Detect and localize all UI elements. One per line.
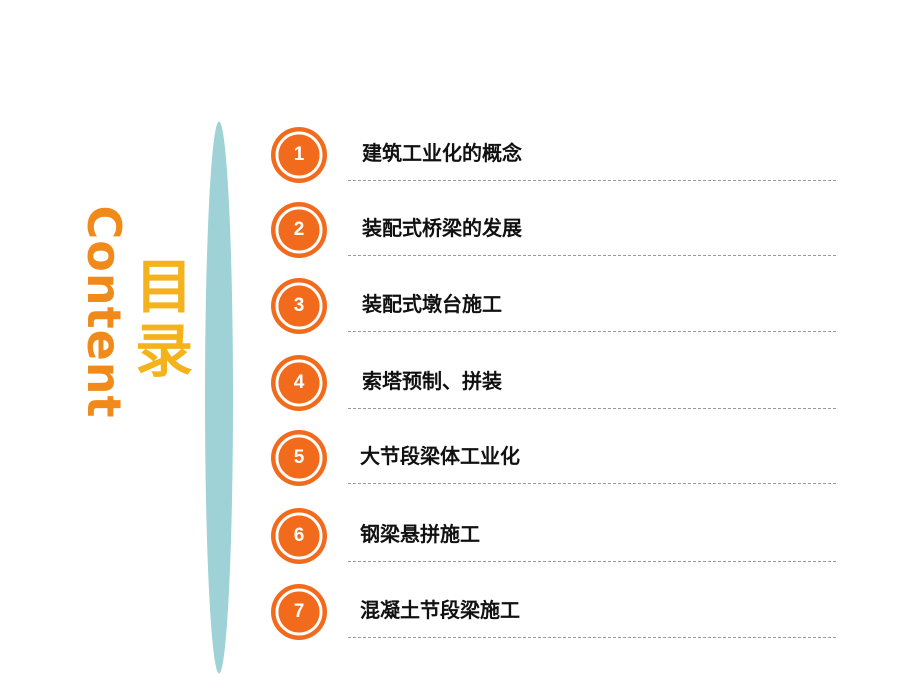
toc-item-7[interactable]: 7 混凝土节段梁施工: [270, 577, 840, 647]
item-label: 装配式桥梁的发展: [362, 216, 522, 240]
item-number: 5: [293, 447, 305, 468]
title-chinese-char-2: 录: [134, 317, 193, 385]
toc-item-2[interactable]: 2 装配式桥梁的发展: [270, 195, 840, 265]
dashed-divider: [348, 180, 836, 181]
item-label: 装配式墩台施工: [362, 292, 502, 316]
item-number: 7: [293, 601, 305, 622]
toc-item-1[interactable]: 1 建筑工业化的概念: [270, 120, 840, 190]
item-number: 3: [293, 295, 305, 316]
item-label: 钢梁悬拼施工: [360, 522, 480, 546]
number-badge-icon: [271, 278, 327, 334]
item-label: 大节段梁体工业化: [360, 444, 520, 468]
dashed-divider: [348, 255, 836, 256]
number-badge-icon: [271, 355, 327, 411]
item-label: 混凝土节段梁施工: [360, 598, 520, 622]
item-number: 6: [293, 525, 305, 546]
number-badge-icon: [271, 202, 327, 258]
number-badge-icon: [271, 430, 327, 486]
title-chinese-char-1: 目: [134, 253, 193, 321]
title-chinese: 目 录: [132, 255, 196, 383]
divider-ellipse: [205, 121, 233, 674]
dashed-divider: [348, 331, 836, 332]
dashed-divider: [348, 408, 836, 409]
dashed-divider: [348, 637, 836, 638]
item-number: 1: [293, 144, 305, 165]
toc-item-3[interactable]: 3 装配式墩台施工: [270, 271, 840, 341]
dashed-divider: [348, 561, 836, 562]
item-label: 索塔预制、拼装: [362, 369, 502, 393]
title-english: Content: [77, 205, 131, 419]
item-label: 建筑工业化的概念: [362, 141, 522, 165]
toc-item-5[interactable]: 5 大节段梁体工业化: [270, 423, 840, 493]
number-badge-icon: [271, 584, 327, 640]
toc-item-4[interactable]: 4 索塔预制、拼装: [270, 348, 840, 418]
item-number: 2: [293, 219, 305, 240]
number-badge-icon: [271, 508, 327, 564]
toc-item-6[interactable]: 6 钢梁悬拼施工: [270, 501, 840, 571]
item-number: 4: [293, 372, 305, 393]
number-badge-icon: [271, 127, 327, 183]
dashed-divider: [348, 483, 836, 484]
